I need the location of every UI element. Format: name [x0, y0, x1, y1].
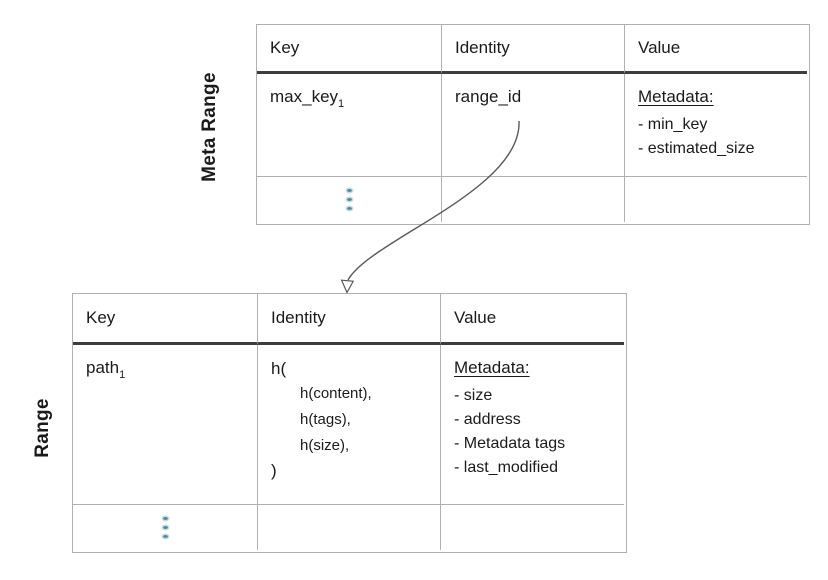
- meta-range-label: Meta Range: [199, 72, 220, 182]
- range-column-header-key: Key: [73, 294, 258, 345]
- meta-range-empty-cell: [442, 177, 625, 222]
- ellipsis-dot: [162, 535, 168, 538]
- metadata-item: - min_key: [638, 116, 708, 133]
- max-key-subscript: 1: [338, 98, 345, 110]
- metadata-item: - Metadata tags: [454, 435, 566, 452]
- hash-args: h(content), h(tags), h(size),: [300, 381, 427, 459]
- hash-arg: h(tags),: [300, 411, 351, 428]
- range-table: Key Identity Value path1 h( h(content), …: [72, 293, 627, 553]
- metadata-item: - estimated_size: [638, 140, 755, 157]
- hash-arg: h(size),: [300, 437, 350, 454]
- ellipsis-dot: [162, 526, 168, 529]
- meta-range-table: Key Identity Value max_key1 range_id Met…: [256, 24, 810, 225]
- range-more-rows-ellipsis-icon: [73, 505, 258, 550]
- metadata-item: - size: [454, 387, 493, 404]
- range-empty-cell: [258, 505, 441, 550]
- path-text: path: [86, 358, 120, 377]
- path-subscript: 1: [119, 369, 126, 381]
- meta-range-column-header-identity: Identity: [442, 25, 625, 74]
- metadata-heading: Metadata:: [454, 358, 530, 377]
- meta-range-cell-key: max_key1: [257, 74, 442, 177]
- range-column-header-value: Value: [441, 294, 624, 345]
- range-column-header-identity: Identity: [258, 294, 441, 345]
- meta-range-more-rows-ellipsis-icon: [257, 177, 442, 222]
- meta-range-cell-identity: range_id: [442, 74, 625, 177]
- ellipsis-dot: [346, 189, 352, 192]
- metadata-heading: Metadata:: [638, 87, 714, 106]
- meta-range-column-header-value: Value: [625, 25, 807, 74]
- range-cell-key: path1: [73, 345, 258, 505]
- max-key-text: max_key: [270, 87, 339, 106]
- meta-range-cell-value: Metadata: - min_key - estimated_size: [625, 74, 807, 177]
- range-cell-identity: h( h(content), h(tags), h(size), ): [258, 345, 441, 505]
- ellipsis-dot: [346, 198, 352, 201]
- range-empty-cell: [441, 505, 624, 550]
- range-label: Range: [32, 398, 53, 458]
- hash-open-text: h(: [271, 359, 287, 378]
- ellipsis-dot: [346, 207, 352, 210]
- hash-close-text: ): [271, 461, 277, 480]
- meta-range-column-header-key: Key: [257, 25, 442, 74]
- arrow-head-icon: [340, 279, 355, 294]
- meta-range-empty-cell: [625, 177, 807, 222]
- metadata-item: - last_modified: [454, 459, 559, 476]
- ellipsis-dot: [162, 517, 168, 520]
- hash-arg: h(content),: [300, 385, 372, 402]
- metadata-item: - address: [454, 411, 521, 428]
- range-cell-value: Metadata: - size - address - Metadata ta…: [441, 345, 624, 505]
